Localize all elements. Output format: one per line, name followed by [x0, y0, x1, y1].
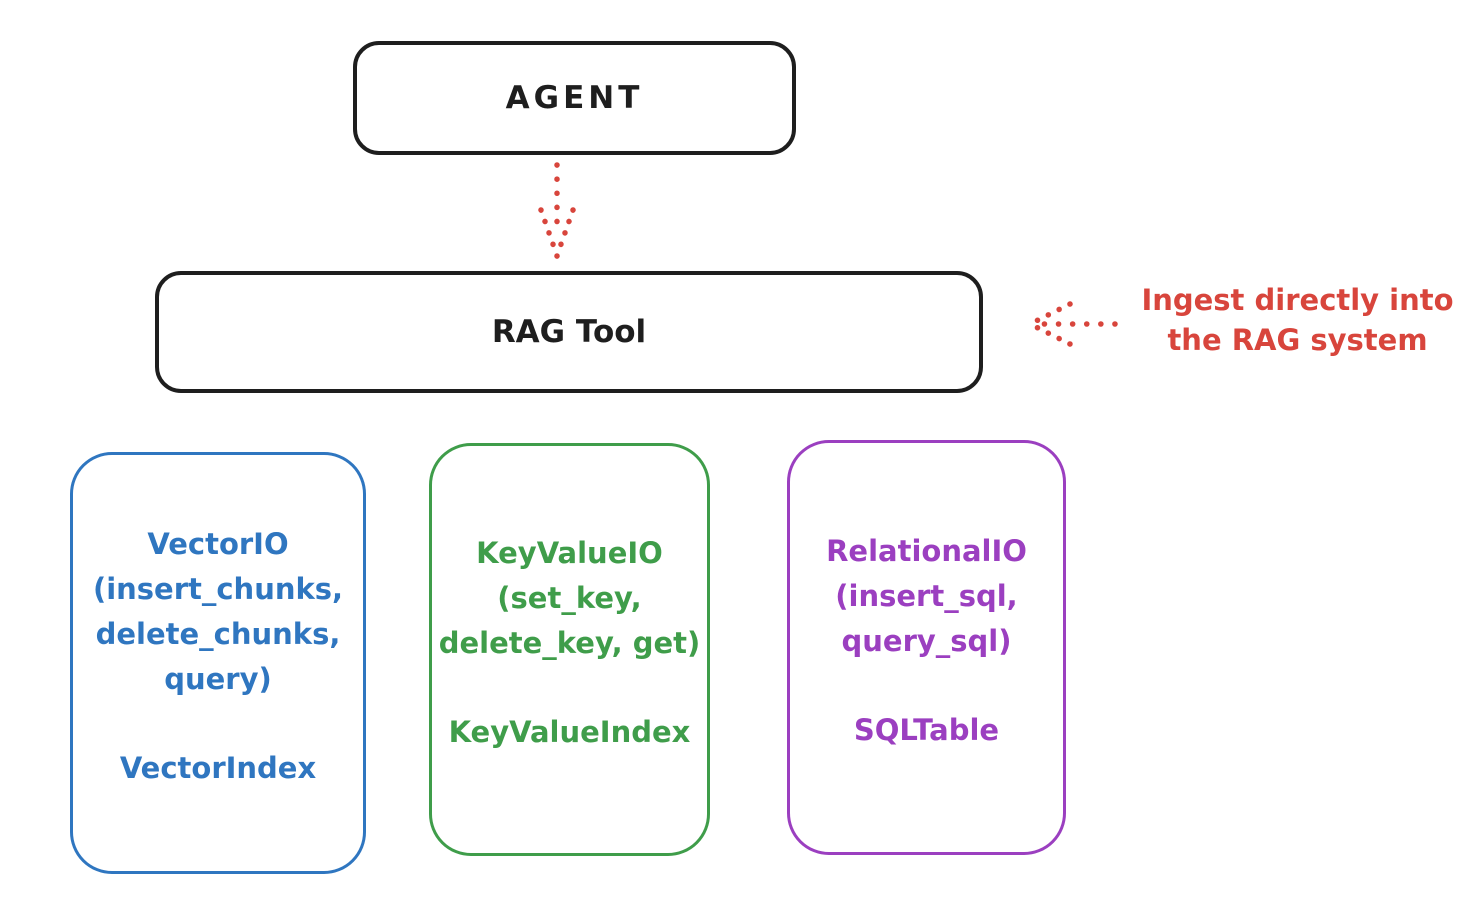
ingest-annotation: Ingest directly into the RAG system	[1125, 280, 1470, 360]
keyvalue-io-title: KeyValueIO	[476, 535, 663, 570]
ingest-annotation-line2: the RAG system	[1167, 323, 1428, 357]
relational-io-title: RelationalIO	[826, 533, 1027, 568]
keyvalue-io-index-label: KeyValueIndex	[448, 714, 691, 749]
keyvalue-io-methods-line: delete_key, get)	[438, 625, 701, 660]
vector-io-methods-line: query)	[164, 661, 272, 696]
relational-io-methods-line: query_sql)	[841, 623, 1012, 658]
connector-annotation-to-ragtool-arrow	[1031, 301, 1118, 347]
rag-tool-node: RAG Tool	[155, 271, 983, 393]
vector-io-index-label: VectorIndex	[119, 750, 317, 785]
keyvalue-io-node: KeyValueIO (set_key, delete_key, get) Ke…	[429, 443, 710, 856]
relational-io-index-label: SQLTable	[853, 712, 1000, 747]
rag-tool-node-label: RAG Tool	[491, 314, 647, 350]
ingest-annotation-line1: Ingest directly into	[1141, 283, 1454, 317]
relational-io-methods-line: (insert_sql,	[835, 578, 1018, 613]
keyvalue-io-methods-line: (set_key,	[497, 580, 642, 615]
connector-agent-to-ragtool-arrow	[538, 162, 576, 259]
vector-io-node: VectorIO (insert_chunks, delete_chunks, …	[70, 452, 366, 874]
vector-io-methods-line: (insert_chunks,	[92, 571, 344, 606]
agent-node-label: AGENT	[505, 80, 644, 116]
vector-io-title: VectorIO	[147, 526, 289, 561]
relational-io-node: RelationalIO (insert_sql, query_sql) SQL…	[787, 440, 1066, 855]
agent-node: AGENT	[353, 41, 796, 155]
vector-io-methods-line: delete_chunks,	[95, 616, 341, 651]
